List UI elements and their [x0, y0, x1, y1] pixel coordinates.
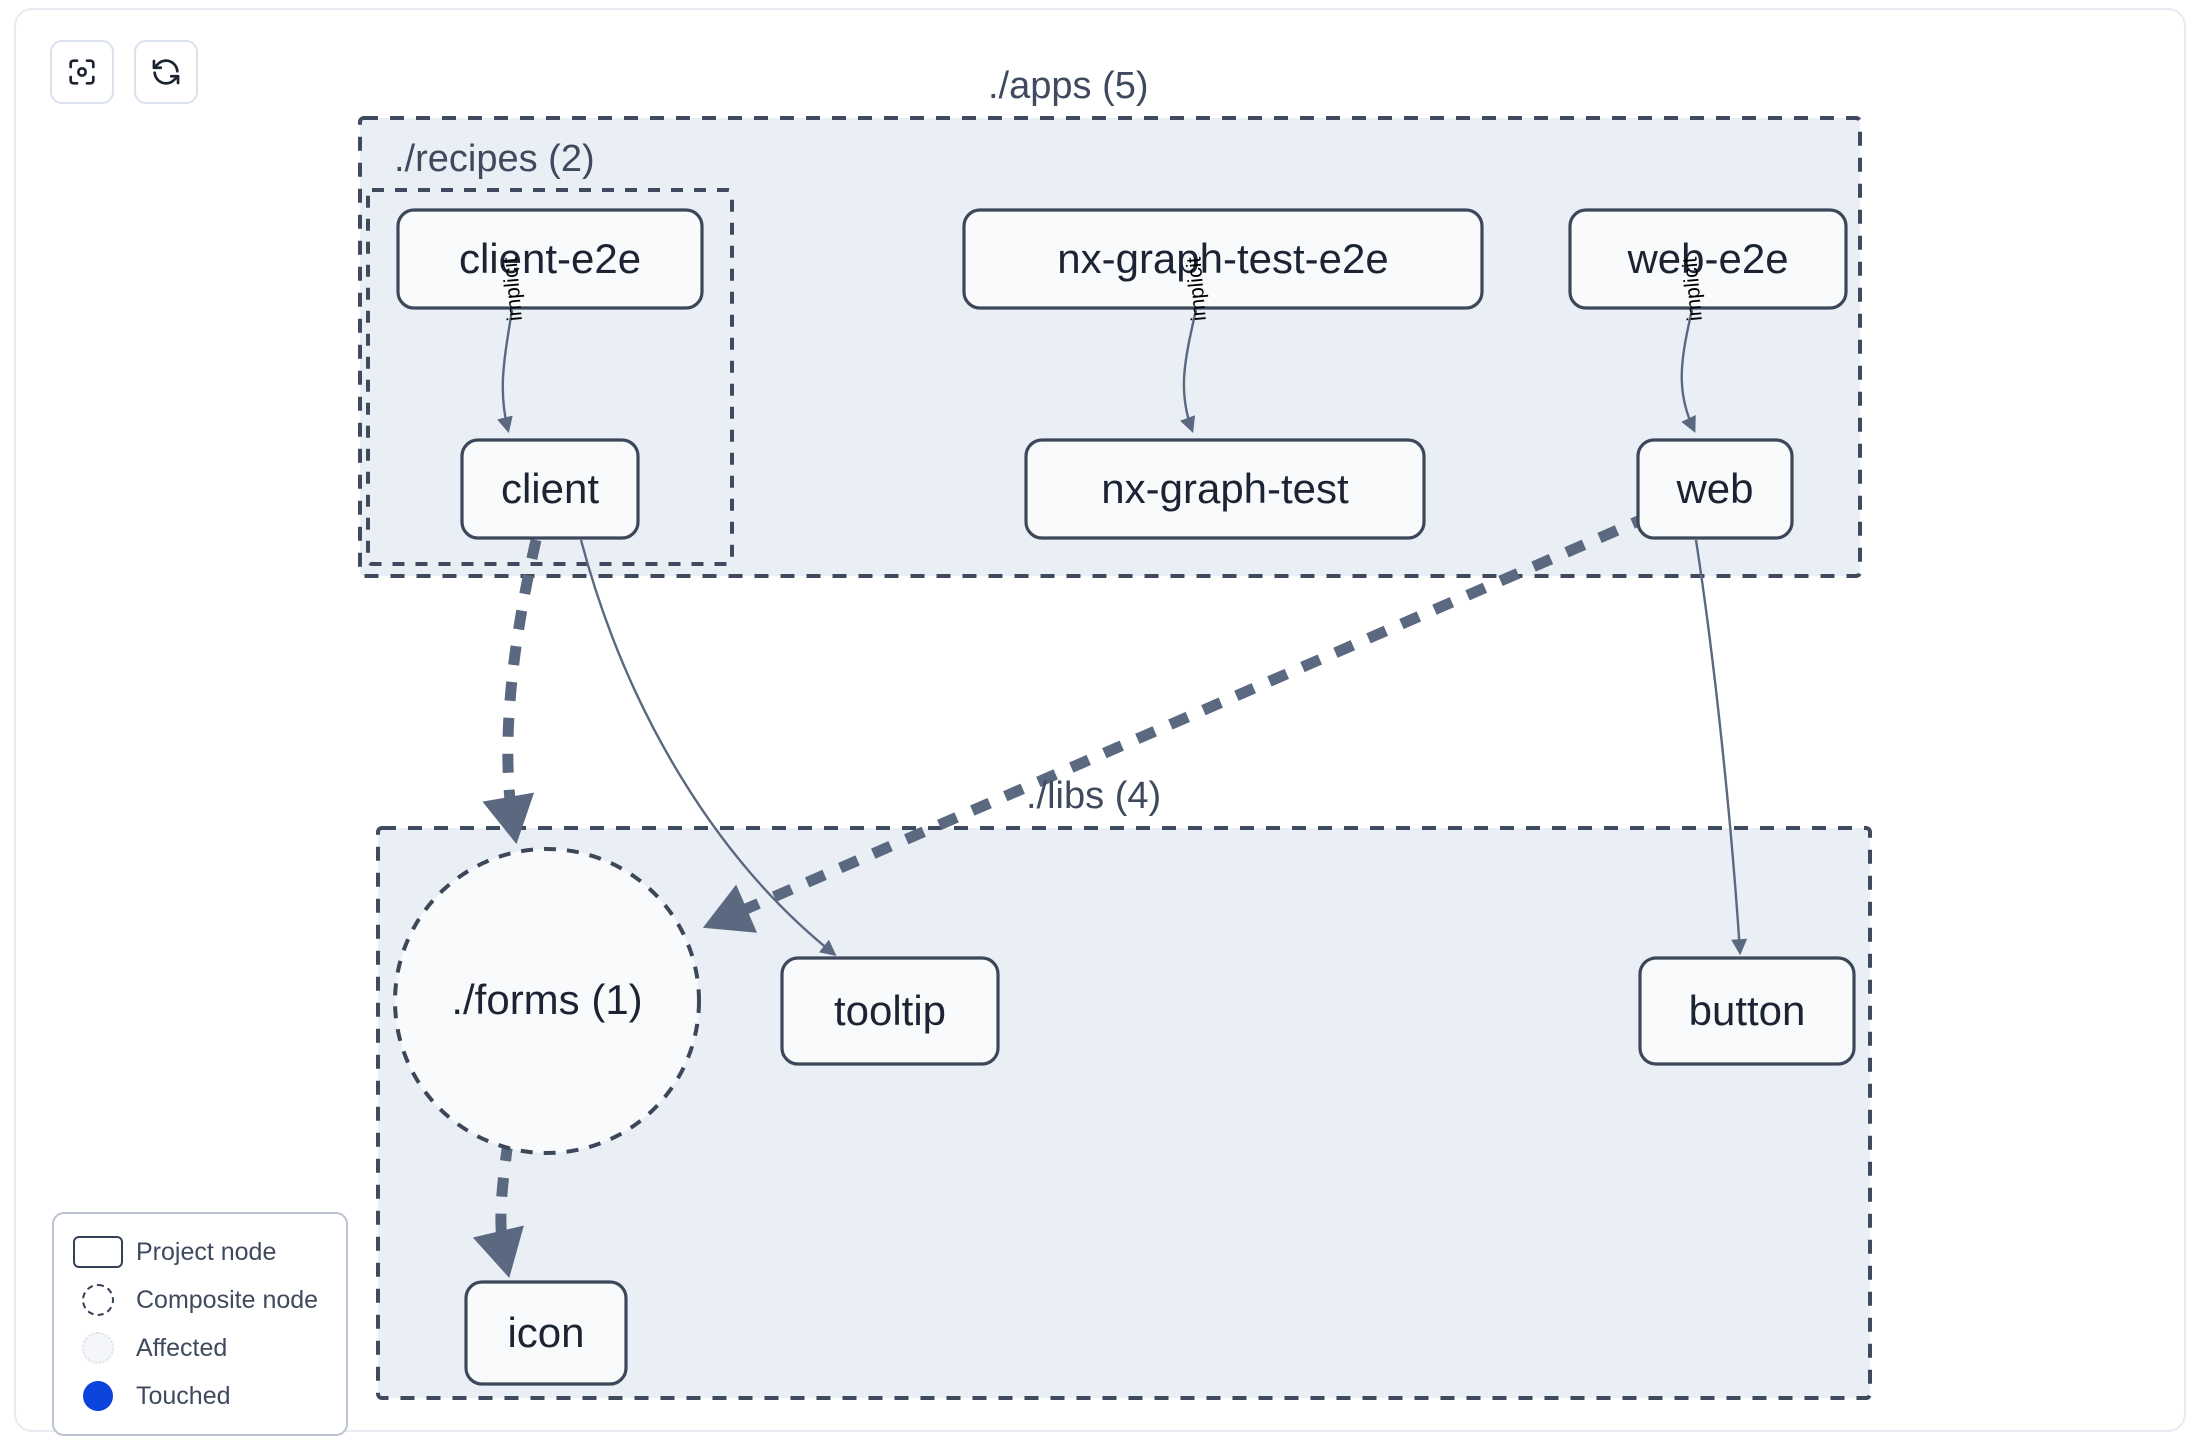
affected-node-icon	[70, 1331, 126, 1365]
edge-web-to-button[interactable]	[1694, 539, 1748, 956]
edge-client-e2e-to-client[interactable]	[497, 309, 514, 434]
composite-node-icon	[70, 1283, 126, 1317]
graph-card: ./apps (5) ./recipes (2) ./libs (4) clie…	[14, 8, 2186, 1436]
node-client[interactable]	[460, 438, 640, 540]
node-tooltip[interactable]	[780, 956, 1000, 1066]
project-node-icon	[70, 1235, 126, 1269]
edge-web-to-forms[interactable]	[702, 510, 1653, 933]
legend-label-project-node: Project node	[136, 1237, 277, 1266]
legend-item-project-node: Project node	[70, 1228, 330, 1276]
node-client-e2e[interactable]	[396, 208, 704, 310]
node-nx-graph-test-e2e[interactable]	[962, 208, 1484, 310]
legend-item-affected: Affected	[70, 1324, 330, 1372]
legend-label-touched: Touched	[136, 1381, 231, 1410]
legend-label-affected: Affected	[136, 1333, 228, 1362]
group-apps-box[interactable]	[358, 116, 1862, 578]
legend-label-composite-node: Composite node	[136, 1285, 319, 1314]
edge-nx-graph-test-e2e-to-nx-graph-test[interactable]	[1180, 309, 1198, 434]
edge-client-to-forms[interactable]	[482, 538, 542, 845]
group-apps[interactable]	[358, 116, 1862, 578]
edge-forms-to-icon[interactable]	[472, 1141, 524, 1278]
node-forms-composite[interactable]	[393, 847, 701, 1155]
node-web[interactable]	[1636, 438, 1794, 540]
group-libs-box[interactable]	[376, 826, 1872, 1400]
focus-graph-button[interactable]	[50, 40, 114, 104]
graph-canvas	[358, 116, 1872, 1400]
edge-client-to-tooltip[interactable]	[579, 539, 837, 956]
group-libs[interactable]	[376, 826, 1872, 1400]
edge-web-e2e-to-web[interactable]	[1680, 309, 1696, 433]
graph-toolbar	[50, 40, 198, 104]
legend-item-composite-node: Composite node	[70, 1276, 330, 1324]
graph-legend: Project node Composite node Affected Tou…	[52, 1212, 348, 1436]
focus-target-icon	[65, 55, 99, 89]
node-icon[interactable]	[464, 1280, 628, 1386]
node-button[interactable]	[1638, 956, 1856, 1066]
refresh-sync-icon	[149, 55, 183, 89]
node-web-e2e[interactable]	[1568, 208, 1848, 310]
legend-item-touched: Touched	[70, 1372, 330, 1420]
node-nx-graph-test[interactable]	[1024, 438, 1426, 540]
touched-node-icon	[70, 1379, 126, 1413]
refresh-graph-button[interactable]	[134, 40, 198, 104]
